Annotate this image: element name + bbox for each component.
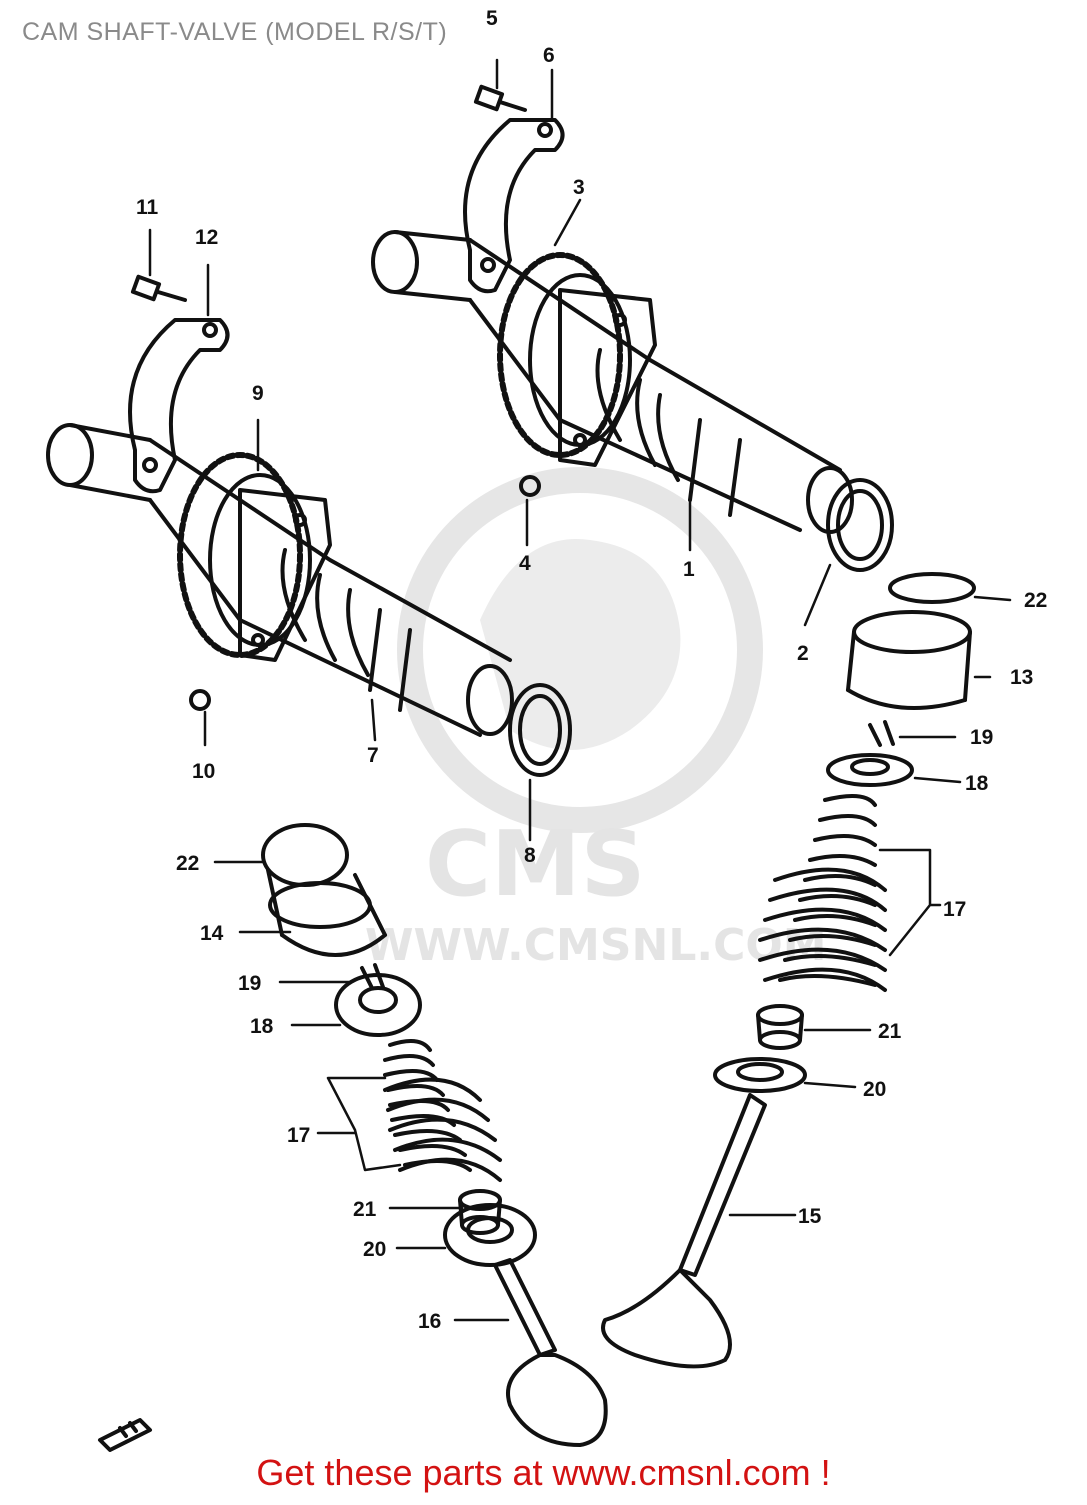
callout-17-right: 17 xyxy=(943,898,966,921)
ring-8 xyxy=(508,683,572,777)
callout-16: 16 xyxy=(418,1310,441,1333)
bolt-11 xyxy=(130,274,187,302)
callout-13: 13 xyxy=(1010,666,1033,689)
callout-19-left: 19 xyxy=(238,972,261,995)
callout-5: 5 xyxy=(486,7,498,30)
callout-8: 8 xyxy=(524,844,536,867)
oil-seal-right xyxy=(756,1004,804,1050)
callout-20-left: 20 xyxy=(363,1238,386,1261)
ring-2 xyxy=(826,478,894,572)
sprocket-right xyxy=(497,252,657,467)
callout-1: 1 xyxy=(683,558,695,581)
callout-9: 9 xyxy=(252,382,264,405)
callout-2: 2 xyxy=(797,642,809,665)
plate-left xyxy=(128,318,230,494)
callout-6: 6 xyxy=(543,44,555,67)
callout-3: 3 xyxy=(573,176,585,199)
springs-right xyxy=(758,794,887,992)
callout-21-right: 21 xyxy=(878,1020,902,1043)
cotter-right xyxy=(868,720,895,747)
plate-right xyxy=(463,118,565,294)
seat-left xyxy=(443,1203,537,1267)
watermark: CMS WWW.CMSNL.COM xyxy=(365,467,827,971)
callout-12: 12 xyxy=(195,226,218,249)
tappet-right xyxy=(846,610,972,710)
callout-15: 15 xyxy=(798,1205,822,1228)
callout-14: 14 xyxy=(200,922,224,945)
seat-right xyxy=(713,1057,807,1093)
page-title: CAM SHAFT-VALVE (MODEL R/S/T) xyxy=(22,18,448,46)
sprocket-left xyxy=(177,452,332,662)
valve-15 xyxy=(601,1093,767,1369)
valve-16 xyxy=(493,1258,608,1447)
bolt-5 xyxy=(473,84,527,112)
callout-19-right: 19 xyxy=(970,726,993,749)
dowel-10 xyxy=(189,689,211,711)
dowel-4 xyxy=(519,475,541,497)
callout-22-right: 22 xyxy=(1024,589,1047,612)
callout-22-left: 22 xyxy=(176,852,199,875)
callout-7: 7 xyxy=(367,744,379,767)
callout-4: 4 xyxy=(519,552,531,575)
springs-left xyxy=(383,1039,502,1182)
callout-labels: 5 6 3 4 1 2 22 13 19 18 17 21 20 15 11 1… xyxy=(136,7,1047,1333)
watermark-brand: CMS xyxy=(425,812,645,917)
callout-18-left: 18 xyxy=(250,1015,274,1038)
retainer-right xyxy=(826,753,914,787)
oil-seal-left xyxy=(458,1189,502,1235)
callout-21-left: 21 xyxy=(353,1198,377,1221)
footer-link[interactable]: Get these parts at www.cmsnl.com ! xyxy=(256,1452,831,1493)
tool-symbol xyxy=(98,1418,152,1452)
tappet-left xyxy=(266,868,387,957)
callout-18-right: 18 xyxy=(965,772,989,795)
callout-20-right: 20 xyxy=(863,1078,886,1101)
camshaft-left xyxy=(46,423,514,737)
retainer-left xyxy=(334,973,422,1037)
watermark-url: WWW.CMSNL.COM xyxy=(365,920,827,971)
callout-11: 11 xyxy=(136,196,159,219)
shim-right xyxy=(888,572,976,604)
callout-10: 10 xyxy=(192,760,215,783)
callout-17-left: 17 xyxy=(287,1124,310,1147)
shim-left xyxy=(261,823,349,887)
leader-lines xyxy=(148,58,1012,1322)
